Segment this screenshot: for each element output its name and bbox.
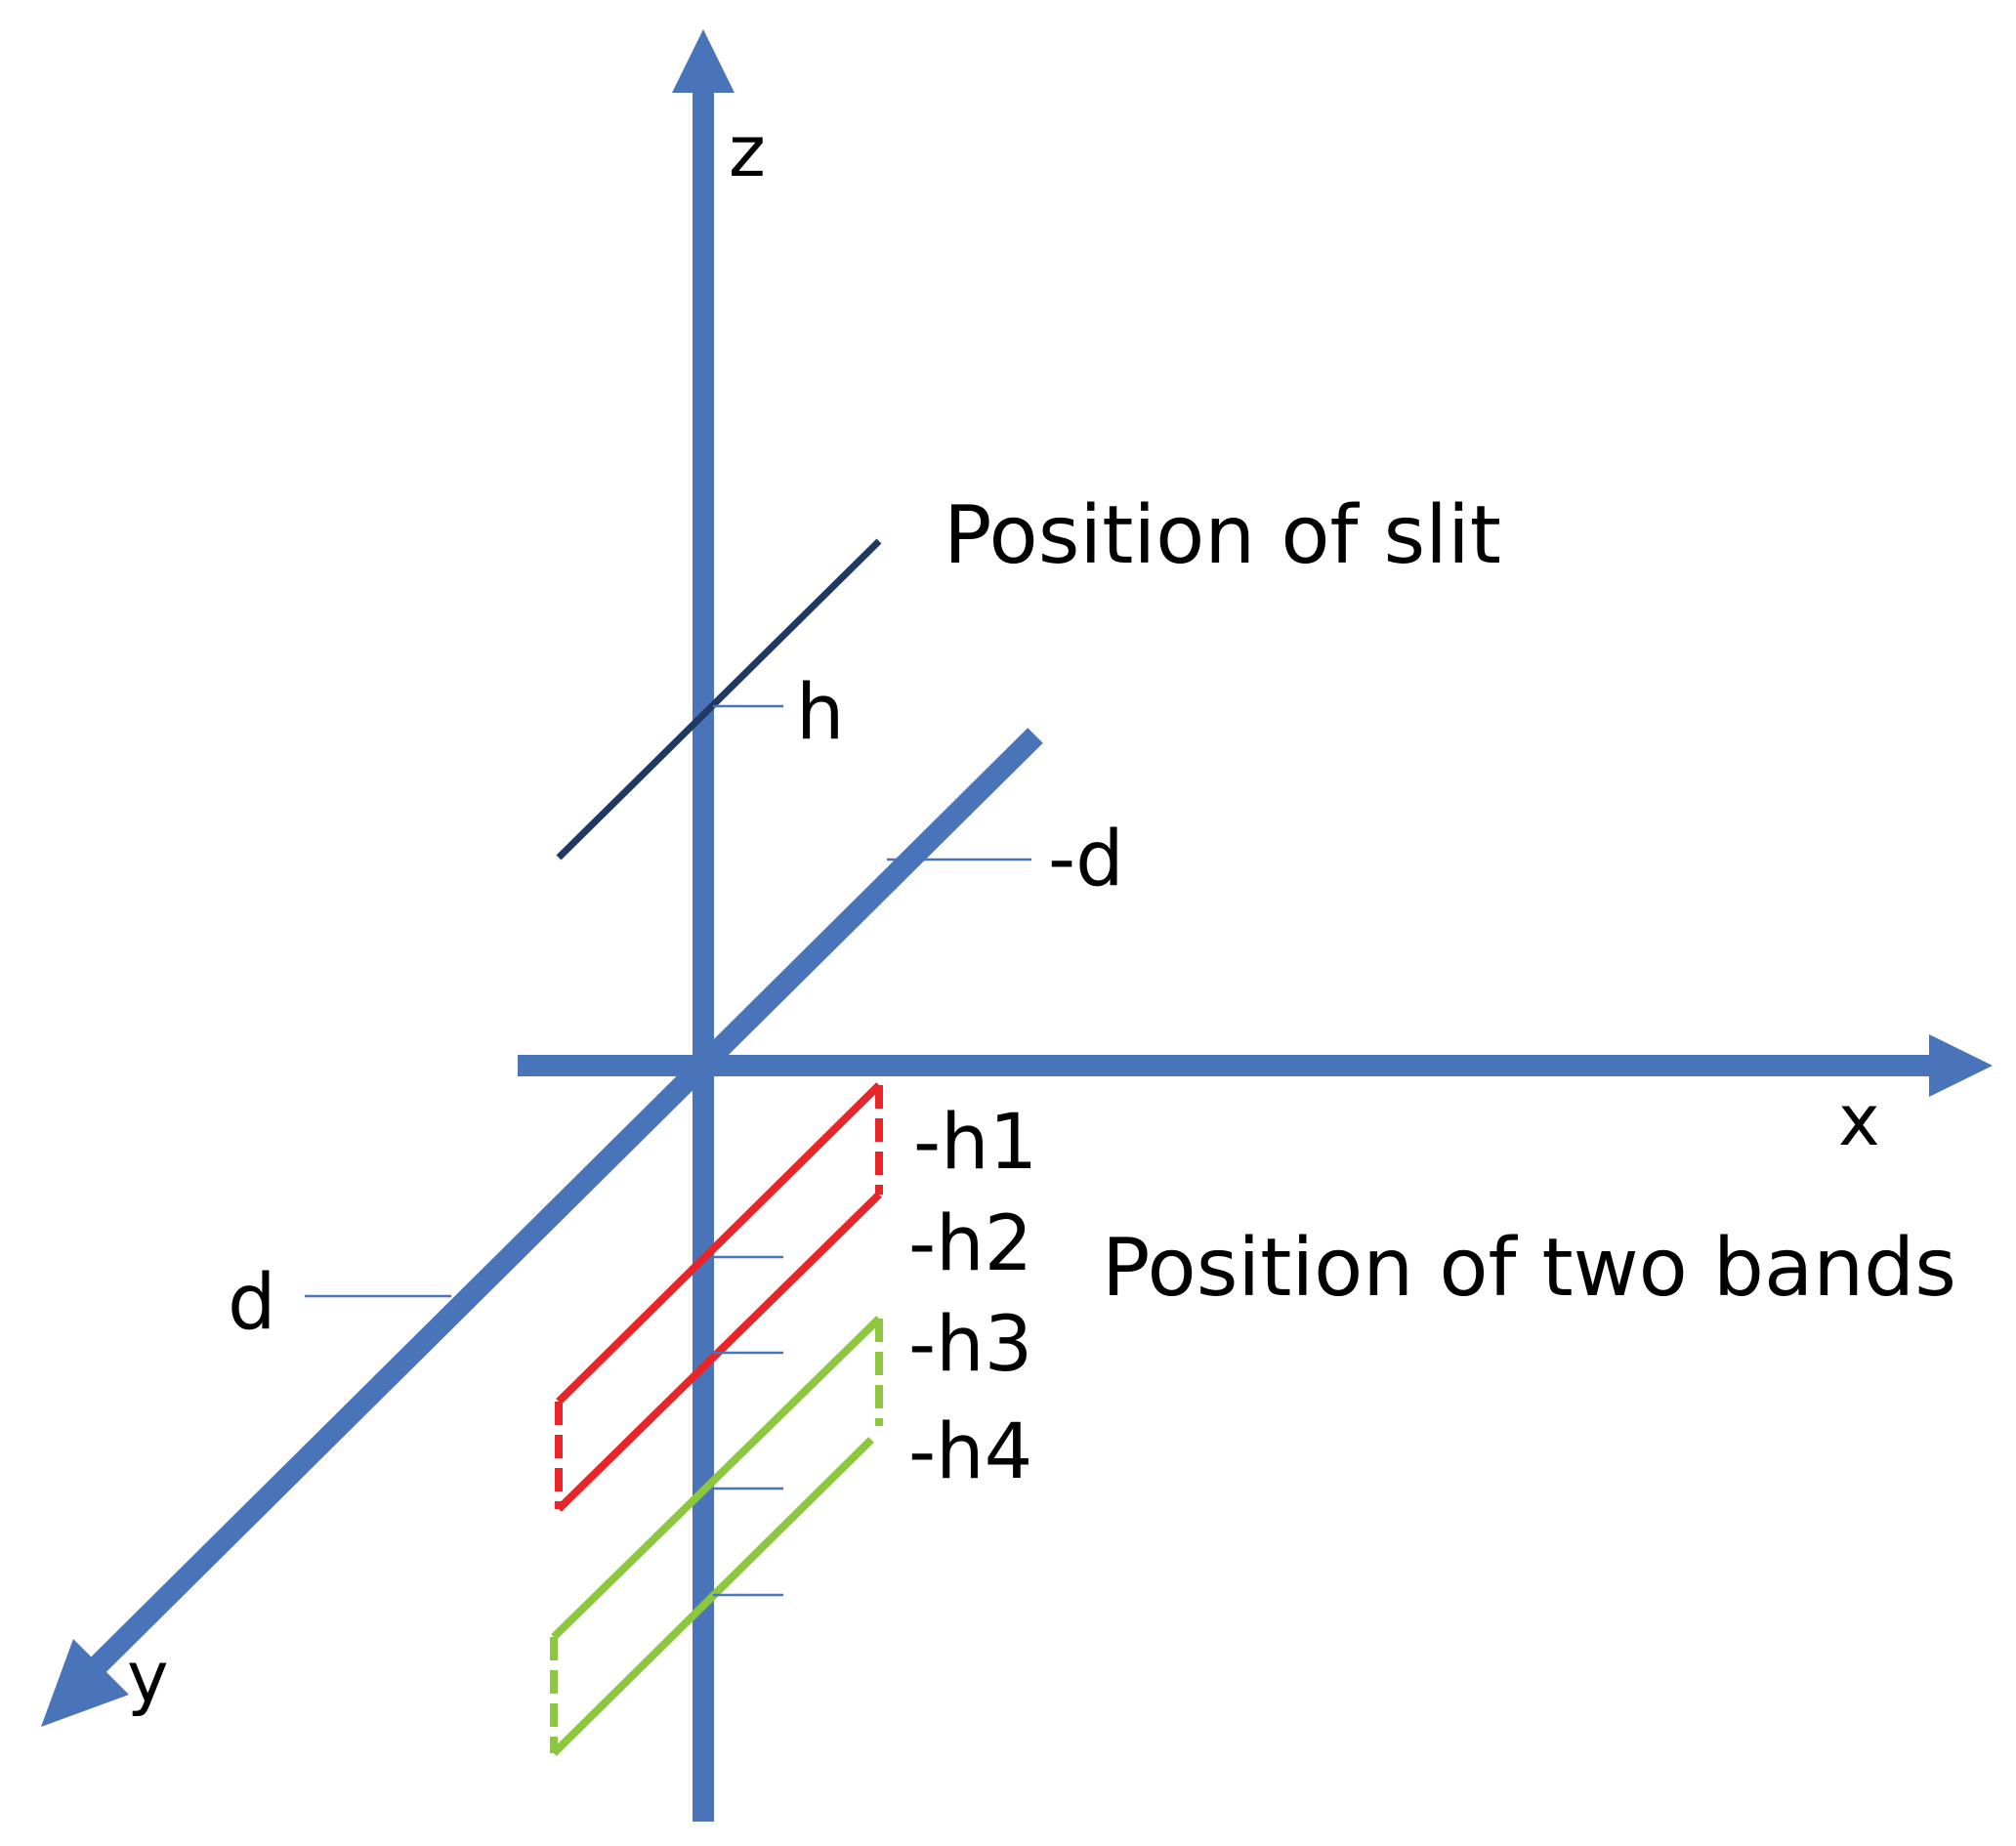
green-band-lower-edge bbox=[551, 1437, 874, 1756]
z-axis-arrowhead bbox=[672, 29, 735, 93]
tick-lines bbox=[305, 704, 1031, 1597]
tick-label-neg-h2: -h2 bbox=[908, 1200, 1032, 1288]
green-band-upper-edge bbox=[551, 1316, 882, 1640]
tick-label-neg-h1: -h1 bbox=[913, 1099, 1037, 1187]
slit-line bbox=[556, 538, 882, 860]
caption-slit: Position of slit bbox=[944, 489, 1501, 582]
caption-bands: Position of two bands bbox=[1102, 1222, 1956, 1315]
tick-label-neg-h4: -h4 bbox=[908, 1408, 1032, 1496]
tick-label-d: d bbox=[228, 1259, 276, 1347]
x-axis-label: x bbox=[1838, 1079, 1880, 1161]
z-axis-label: z bbox=[729, 110, 766, 192]
x-axis-arrowhead bbox=[1929, 1034, 1993, 1097]
tick-label-h: h bbox=[796, 669, 844, 757]
tick-label-neg-d: -d bbox=[1048, 816, 1124, 903]
y-axis bbox=[75, 728, 1043, 1688]
y-axis-arrowhead bbox=[41, 1639, 129, 1727]
tick-label-neg-h3: -h3 bbox=[908, 1301, 1032, 1389]
green-band bbox=[550, 1316, 883, 1756]
red-band-upper-edge bbox=[556, 1082, 882, 1405]
y-axis-label: y bbox=[127, 1636, 169, 1718]
